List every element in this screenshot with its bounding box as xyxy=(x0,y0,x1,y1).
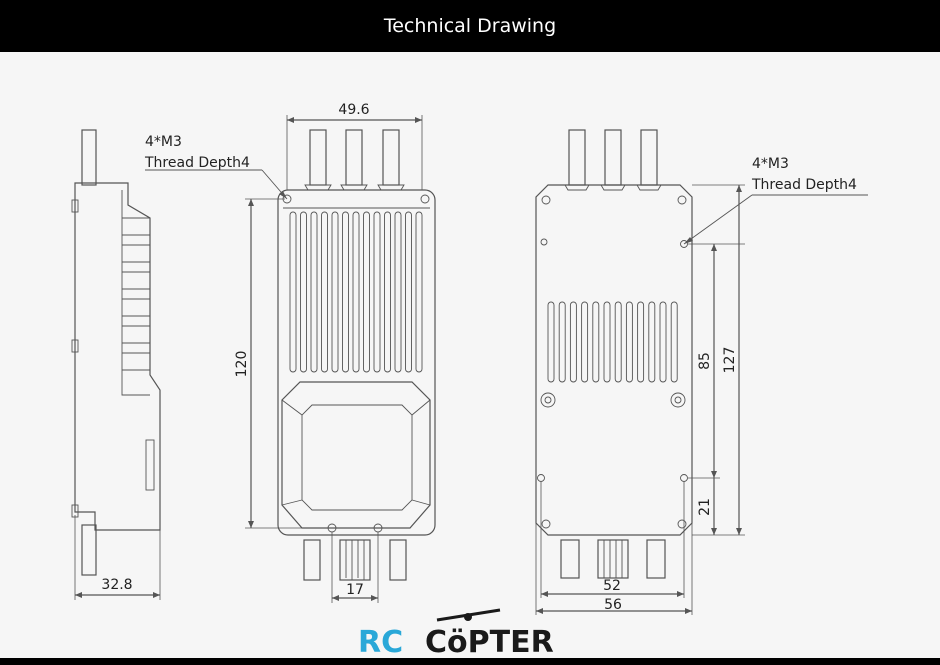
dim-back-hole-offset: 21 xyxy=(697,498,713,516)
logo-rc-text: RC xyxy=(358,625,403,658)
dim-side-depth: 32.8 xyxy=(101,577,132,593)
rc-copter-logo: RC CöPTER xyxy=(358,608,554,658)
dim-top-width: 49.6 xyxy=(338,102,369,118)
page-title: Technical Drawing xyxy=(383,15,557,37)
dim-back-hole-spacing-v: 85 xyxy=(697,352,713,370)
dim-back-width: 56 xyxy=(604,597,622,613)
front-thread-note-line2: Thread Depth4 xyxy=(144,155,250,171)
back-thread-note-line2: Thread Depth4 xyxy=(751,177,857,193)
dim-front-height: 120 xyxy=(234,351,250,378)
technical-drawing: 32.8 49.6 xyxy=(71,102,868,658)
dim-bottom-connector: 17 xyxy=(346,582,364,598)
logo-copter-text: CöPTER xyxy=(425,625,554,658)
side-view: 32.8 xyxy=(71,129,161,600)
back-thread-note-line1: 4*M3 xyxy=(752,156,789,172)
dim-back-hole-spacing-h: 52 xyxy=(603,578,621,594)
front-view: 49.6 120 17 4*M3 Thread Depth4 xyxy=(144,102,436,603)
footer-bar xyxy=(0,658,940,665)
dim-back-height: 127 xyxy=(722,347,738,374)
back-view: 85 127 21 52 56 4*M3 Thread Depth4 xyxy=(535,129,868,615)
header-bar: Technical Drawing xyxy=(0,0,940,52)
front-thread-note-line1: 4*M3 xyxy=(145,134,182,150)
